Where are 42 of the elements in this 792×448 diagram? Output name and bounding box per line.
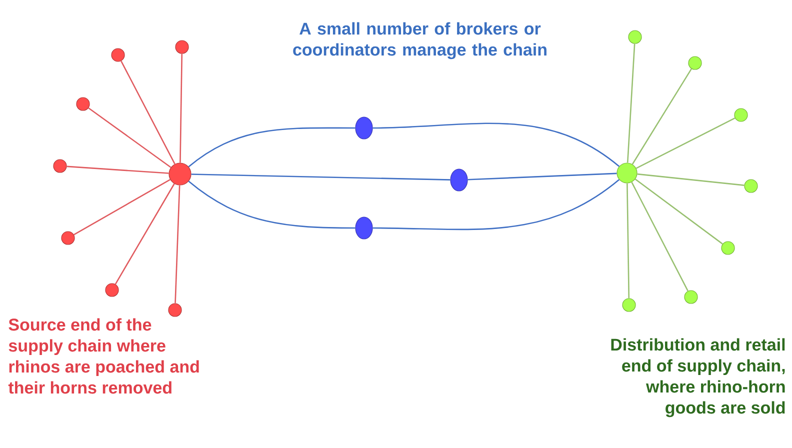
- end-ball: [61, 231, 75, 245]
- end-ball: [76, 97, 90, 111]
- end-ball: [622, 298, 636, 312]
- connector-line: [626, 44, 636, 163]
- connector-line: [88, 107, 172, 168]
- connector-line: [634, 178, 723, 244]
- connector-line: [188, 180, 356, 229]
- end-ball: [111, 48, 125, 62]
- connector-line: [631, 182, 688, 292]
- connector-line: [637, 173, 744, 186]
- connector-line: [372, 179, 620, 230]
- title-text: A small number of brokers or coordinators manage the chain: [293, 22, 546, 60]
- connector-line: [74, 179, 171, 236]
- hub-ball: [616, 162, 638, 184]
- hub-ball: [168, 162, 192, 186]
- end-ball: [734, 108, 748, 122]
- connector-line: [632, 68, 692, 165]
- connector-line: [188, 127, 356, 168]
- broker-ball: [355, 116, 373, 140]
- end-ball: [721, 241, 735, 255]
- connector-line: [372, 122, 620, 167]
- connector-line: [626, 183, 630, 298]
- connector-line: [468, 172, 617, 180]
- end-ball: [53, 159, 67, 173]
- end-ball: [168, 303, 182, 317]
- connector-line: [636, 118, 736, 169]
- caption-text: Source end of the supply chain where rhinos are poached and their horns removed: [8, 318, 199, 394]
- end-ball: [628, 30, 642, 44]
- connector-line: [180, 54, 183, 163]
- connector-line: [174, 185, 180, 304]
- end-ball: [175, 40, 189, 54]
- caption-text: Distribution and retail end of supply chain, where rhino-horn goods are sold: [611, 338, 785, 418]
- connector-line: [114, 183, 175, 284]
- end-ball: [688, 56, 702, 70]
- connector-line: [66, 166, 169, 174]
- connector-line: [120, 60, 176, 164]
- connector-line: [191, 174, 450, 180]
- broker-ball: [450, 168, 468, 192]
- end-ball: [684, 290, 698, 304]
- end-ball: [744, 179, 758, 193]
- end-ball: [105, 283, 119, 297]
- broker-ball: [355, 216, 373, 240]
